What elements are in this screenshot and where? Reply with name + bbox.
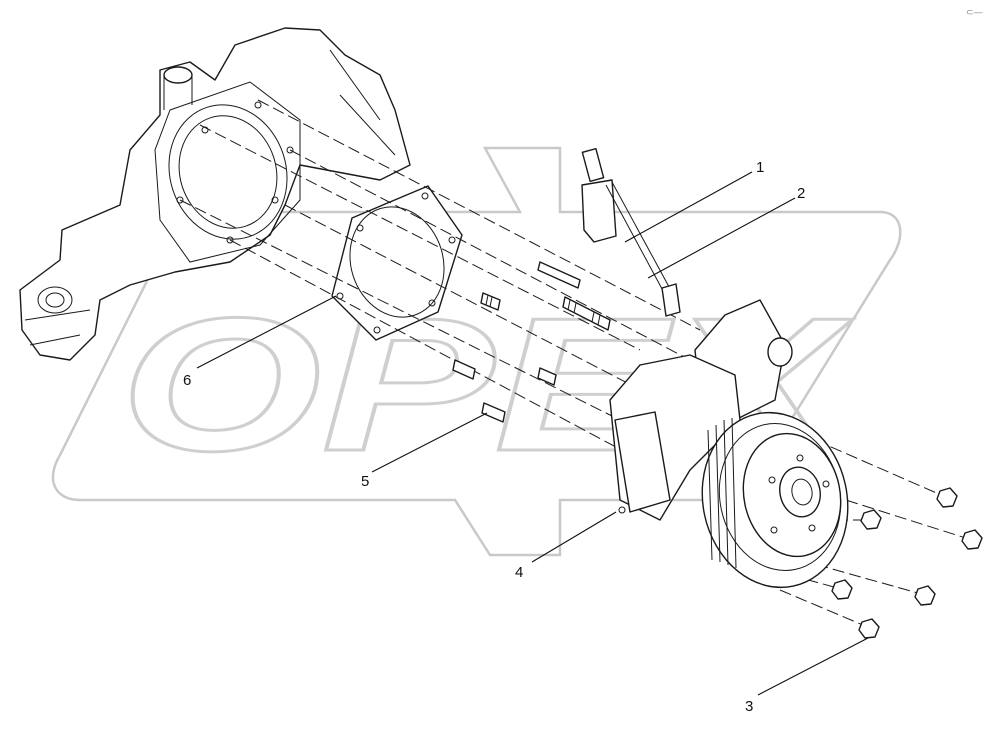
timing-cover-housing [19, 27, 411, 361]
callout-labels: 1 2 3 4 5 6 [183, 159, 805, 715]
callout-4: 4 [515, 564, 523, 581]
callout-6: 6 [183, 372, 191, 389]
studs [452, 261, 611, 423]
callout-3: 3 [745, 698, 753, 715]
temperature-sensor [581, 147, 681, 317]
leader-line-5 [371, 412, 488, 473]
callout-1: 1 [756, 159, 764, 176]
water-pump-assembly [609, 299, 849, 589]
leader-lines [196, 171, 869, 696]
corner-mark: ⊂— [966, 7, 983, 17]
leader-line-2 [647, 197, 796, 279]
leader-line-4 [531, 511, 617, 563]
nuts [831, 487, 983, 639]
callout-5: 5 [361, 473, 369, 490]
callout-2: 2 [797, 185, 805, 202]
leader-line-3 [757, 637, 869, 696]
leader-line-6 [196, 295, 337, 369]
alignment-lines [179, 99, 973, 629]
leader-line-1 [624, 171, 753, 243]
